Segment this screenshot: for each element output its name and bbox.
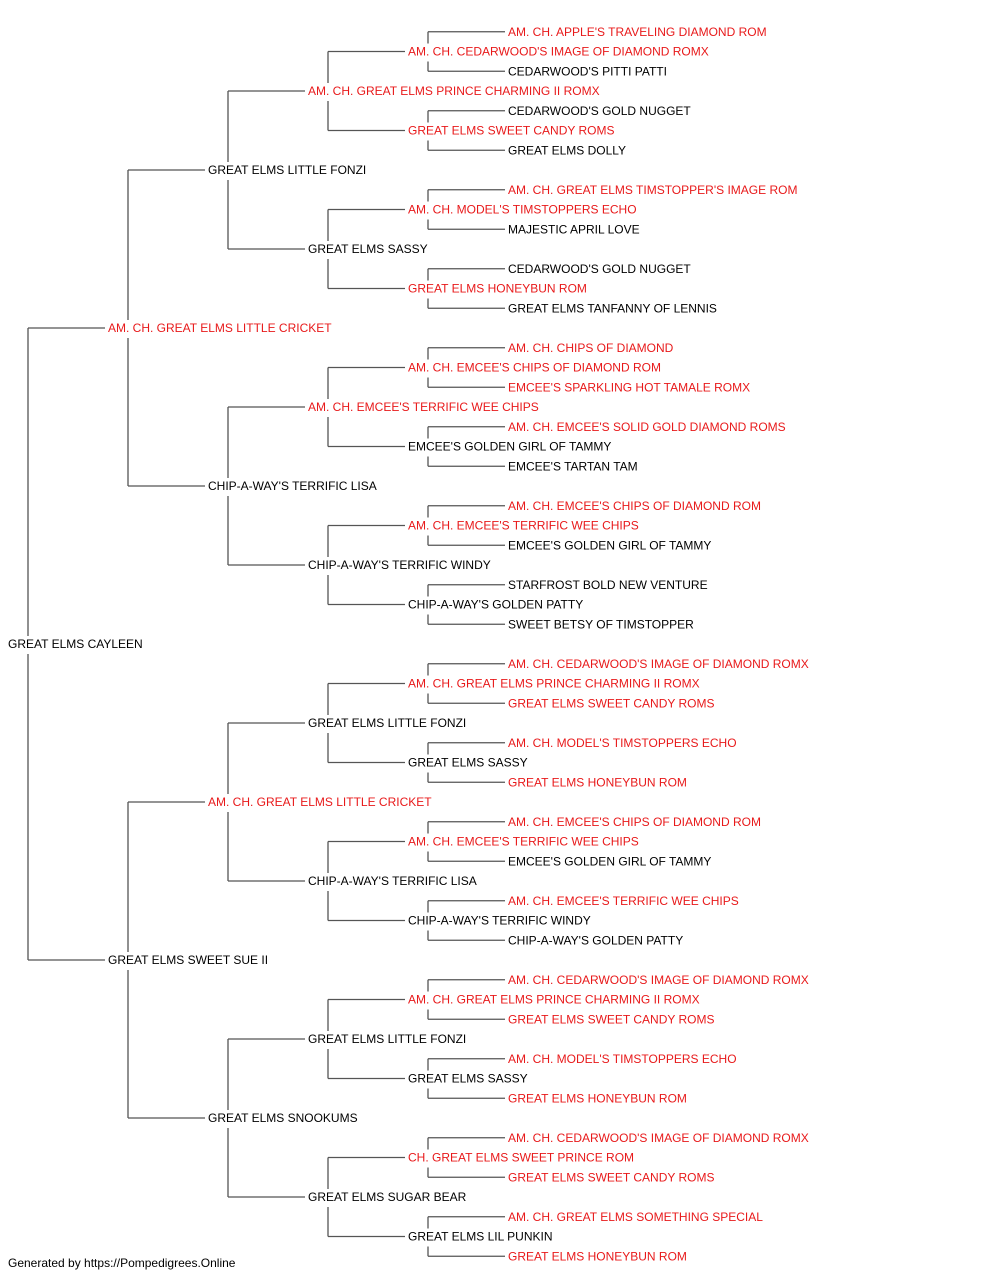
pedigree-node-dam-sire: AM. CH. GREAT ELMS LITTLE CRICKET xyxy=(208,795,432,809)
pedigree-node-sire-sire-dam: GREAT ELMS SASSY xyxy=(308,242,428,256)
pedigree-node-dam-dam-dam-sire-dam: GREAT ELMS SWEET CANDY ROMS xyxy=(508,1170,714,1184)
pedigree-node-sire: AM. CH. GREAT ELMS LITTLE CRICKET xyxy=(108,321,332,335)
pedigree-node-dam-dam-dam-sire-sire: AM. CH. CEDARWOOD'S IMAGE OF DIAMOND ROM… xyxy=(508,1131,809,1145)
pedigree-node-dam: GREAT ELMS SWEET SUE II xyxy=(108,953,268,967)
pedigree-node-sire-dam-dam-sire-dam: EMCEE'S GOLDEN GIRL OF TAMMY xyxy=(508,538,711,552)
pedigree-node-dam-dam-sire: GREAT ELMS LITTLE FONZI xyxy=(308,1032,466,1046)
pedigree-node-sire-sire-sire: AM. CH. GREAT ELMS PRINCE CHARMING II RO… xyxy=(308,84,600,98)
node-labels: GREAT ELMS CAYLEEN AM. CH. GREAT ELMS LIT… xyxy=(8,25,809,1264)
pedigree-node-sire-dam-sire-dam: EMCEE'S GOLDEN GIRL OF TAMMY xyxy=(408,440,611,454)
pedigree-node-sire-dam-dam-dam-dam: SWEET BETSY OF TIMSTOPPER xyxy=(508,617,694,631)
pedigree-node-dam-dam-dam-dam-sire: AM. CH. GREAT ELMS SOMETHING SPECIAL xyxy=(508,1210,763,1224)
pedigree-node-sire-sire-dam-sire: AM. CH. MODEL'S TIMSTOPPERS ECHO xyxy=(408,203,637,217)
pedigree-node-dam-sire-sire-dam-dam: GREAT ELMS HONEYBUN ROM xyxy=(508,775,687,789)
pedigree-node-sire-sire-sire-sire-sire: AM. CH. APPLE'S TRAVELING DIAMOND ROM xyxy=(508,25,767,39)
pedigree-node-sire-dam-dam: CHIP-A-WAY'S TERRIFIC WINDY xyxy=(308,558,491,572)
pedigree-node-sire-sire-dam-sire-sire: AM. CH. GREAT ELMS TIMSTOPPER'S IMAGE RO… xyxy=(508,183,797,197)
pedigree-node-dam-sire-sire-sire: AM. CH. GREAT ELMS PRINCE CHARMING II RO… xyxy=(408,677,700,691)
pedigree-node-sire-sire-sire-sire: AM. CH. CEDARWOOD'S IMAGE OF DIAMOND ROM… xyxy=(408,45,709,59)
pedigree-node-dam-dam-sire-dam: GREAT ELMS SASSY xyxy=(408,1072,528,1086)
pedigree-node-dam-dam-sire-sire: AM. CH. GREAT ELMS PRINCE CHARMING II RO… xyxy=(408,993,700,1007)
pedigree-node-sire-sire-sire-dam: GREAT ELMS SWEET CANDY ROMS xyxy=(408,124,614,138)
pedigree-node-sire-sire-dam-dam-dam: GREAT ELMS TANFANNY OF LENNIS xyxy=(508,301,717,315)
pedigree-node-sire-sire: GREAT ELMS LITTLE FONZI xyxy=(208,163,366,177)
pedigree-node-dam-sire-dam-dam-sire: AM. CH. EMCEE'S TERRIFIC WEE CHIPS xyxy=(508,894,739,908)
pedigree-node-dam-dam-sire-dam-dam: GREAT ELMS HONEYBUN ROM xyxy=(508,1091,687,1105)
pedigree-node-dam-dam-dam-dam: GREAT ELMS LIL PUNKIN xyxy=(408,1230,553,1244)
pedigree-node-dam-dam-sire-dam-sire: AM. CH. MODEL'S TIMSTOPPERS ECHO xyxy=(508,1052,737,1066)
pedigree-node-dam-dam-dam: GREAT ELMS SUGAR BEAR xyxy=(308,1190,467,1204)
pedigree-node-dam-sire-dam-dam: CHIP-A-WAY'S TERRIFIC WINDY xyxy=(408,914,591,928)
pedigree-node-dam-dam-sire-sire-dam: GREAT ELMS SWEET CANDY ROMS xyxy=(508,1012,714,1026)
pedigree-node-sire-dam-dam-sire-sire: AM. CH. EMCEE'S CHIPS OF DIAMOND ROM xyxy=(508,499,761,513)
pedigree-node-dam-dam-dam-sire: CH. GREAT ELMS SWEET PRINCE ROM xyxy=(408,1151,634,1165)
pedigree-node-dam-sire-dam-dam-dam: CHIP-A-WAY'S GOLDEN PATTY xyxy=(508,933,683,947)
pedigree-node-sire-dam-sire-sire-sire: AM. CH. CHIPS OF DIAMOND xyxy=(508,341,674,355)
pedigree-node-dam-dam-dam-dam-dam: GREAT ELMS HONEYBUN ROM xyxy=(508,1249,687,1263)
pedigree-node-sire-sire-sire-dam-dam: GREAT ELMS DOLLY xyxy=(508,143,626,157)
pedigree-node-sire-dam-dam-dam-sire: STARFROST BOLD NEW VENTURE xyxy=(508,578,708,592)
pedigree-node-root: GREAT ELMS CAYLEEN xyxy=(8,637,143,651)
pedigree-node-dam-sire-sire-dam: GREAT ELMS SASSY xyxy=(408,756,528,770)
pedigree-node-dam-sire-sire-sire-sire: AM. CH. CEDARWOOD'S IMAGE OF DIAMOND ROM… xyxy=(508,657,809,671)
pedigree-node-dam-dam-sire-sire-sire: AM. CH. CEDARWOOD'S IMAGE OF DIAMOND ROM… xyxy=(508,973,809,987)
pedigree-node-dam-sire-sire-dam-sire: AM. CH. MODEL'S TIMSTOPPERS ECHO xyxy=(508,736,737,750)
pedigree-node-dam-sire-dam-sire-dam: EMCEE'S GOLDEN GIRL OF TAMMY xyxy=(508,854,711,868)
pedigree-node-sire-dam-dam-sire: AM. CH. EMCEE'S TERRIFIC WEE CHIPS xyxy=(408,519,639,533)
connector-lines xyxy=(27,31,505,1257)
pedigree-node-sire-sire-sire-dam-sire: CEDARWOOD'S GOLD NUGGET xyxy=(508,104,691,118)
pedigree-node-sire-dam-sire-dam-dam: EMCEE'S TARTAN TAM xyxy=(508,459,638,473)
pedigree-node-dam-dam: GREAT ELMS SNOOKUMS xyxy=(208,1111,358,1125)
pedigree-node-dam-sire-dam: CHIP-A-WAY'S TERRIFIC LISA xyxy=(308,874,477,888)
pedigree-node-dam-sire-sire: GREAT ELMS LITTLE FONZI xyxy=(308,716,466,730)
pedigree-node-sire-dam-sire-sire: AM. CH. EMCEE'S CHIPS OF DIAMOND ROM xyxy=(408,361,661,375)
pedigree-node-sire-dam-sire: AM. CH. EMCEE'S TERRIFIC WEE CHIPS xyxy=(308,400,539,414)
pedigree-node-sire-dam-sire-dam-sire: AM. CH. EMCEE'S SOLID GOLD DIAMOND ROMS xyxy=(508,420,786,434)
pedigree-node-sire-dam: CHIP-A-WAY'S TERRIFIC LISA xyxy=(208,479,377,493)
pedigree-node-sire-dam-dam-dam: CHIP-A-WAY'S GOLDEN PATTY xyxy=(408,598,583,612)
pedigree-node-sire-sire-dam-dam: GREAT ELMS HONEYBUN ROM xyxy=(408,282,587,296)
pedigree-node-dam-sire-dam-sire-sire: AM. CH. EMCEE'S CHIPS OF DIAMOND ROM xyxy=(508,815,761,829)
pedigree-node-dam-sire-sire-sire-dam: GREAT ELMS SWEET CANDY ROMS xyxy=(508,696,714,710)
pedigree-node-dam-sire-dam-sire: AM. CH. EMCEE'S TERRIFIC WEE CHIPS xyxy=(408,835,639,849)
pedigree-node-sire-sire-dam-dam-sire: CEDARWOOD'S GOLD NUGGET xyxy=(508,262,691,276)
footer-credit: Generated by https://Pompedigrees.Online xyxy=(8,1256,236,1270)
pedigree-node-sire-sire-dam-sire-dam: MAJESTIC APRIL LOVE xyxy=(508,222,640,236)
pedigree-node-sire-sire-sire-sire-dam: CEDARWOOD'S PITTI PATTI xyxy=(508,64,667,78)
pedigree-node-sire-dam-sire-sire-dam: EMCEE'S SPARKLING HOT TAMALE ROMX xyxy=(508,380,750,394)
